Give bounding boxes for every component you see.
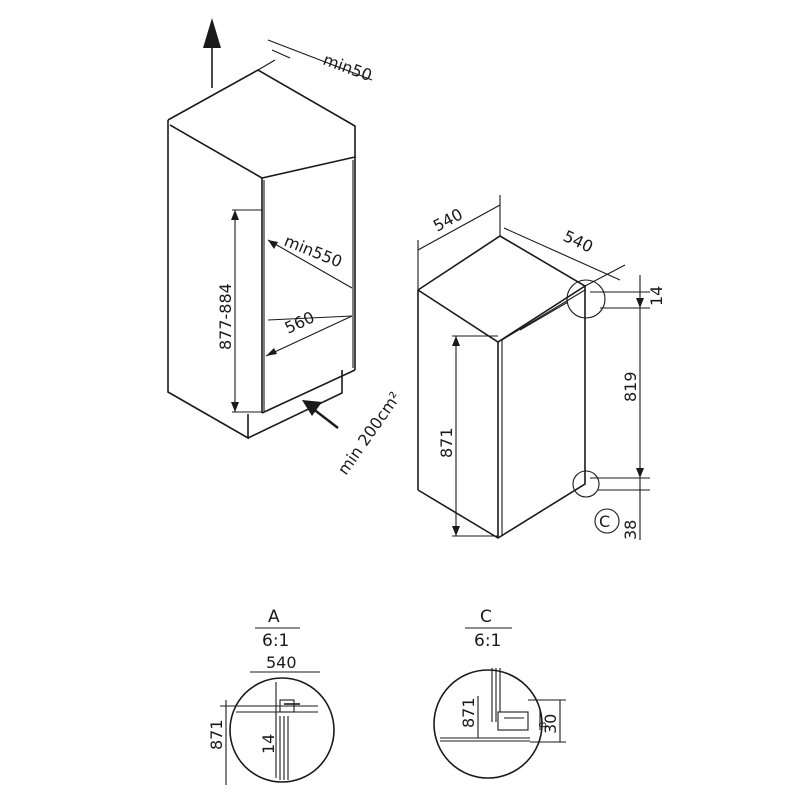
cabinet-top [167, 69, 356, 179]
detail-c-scale: 6:1 [474, 631, 501, 651]
detail-c-height-label: 871 [459, 697, 478, 728]
detail-a-hinge-block [279, 699, 295, 713]
detail-c-small-label: 8 [538, 722, 549, 728]
bh-arrow-bottom [452, 526, 460, 536]
vent-area-label: min 200cm² [334, 388, 405, 478]
detail-a-height-label: 871 [207, 719, 226, 750]
niche-height-label: 877-884 [216, 283, 235, 350]
cabinet-niche-floor [261, 369, 356, 414]
detail-c-marker-label: C [599, 512, 610, 531]
detail-a-offset-label: 14 [259, 734, 278, 754]
appliance-hinge-rail [519, 301, 569, 331]
detail-c-circle [433, 669, 543, 779]
appliance-drawing: 540 540 C 14 819 38 871 [417, 195, 666, 540]
ad-dimension-line [503, 227, 621, 281]
detail-c-foot [497, 711, 529, 731]
gap-tick [271, 49, 291, 59]
cabinet-drawing: min50 877-884 min550 560 min 200cm² [167, 18, 405, 478]
gap-label: min50 [321, 50, 375, 85]
rd-arrow-2 [636, 468, 644, 478]
detail-a-width-label: 540 [266, 653, 297, 672]
aw-dimension-line [417, 204, 501, 251]
width-arrow-start [266, 348, 277, 356]
body-height-label: 871 [437, 427, 456, 458]
detail-c-offset-label: 30 [541, 714, 560, 734]
height-arrow-bottom [231, 402, 239, 412]
bottom-offset-label: 38 [621, 520, 640, 540]
depth-arrow-start [268, 240, 278, 249]
appliance-top [417, 235, 587, 343]
door-span-label: 819 [621, 371, 640, 402]
detail-c: C 6:1 871 8 30 [433, 607, 566, 779]
gap-extension [257, 59, 276, 71]
appliance-door-top [501, 289, 586, 341]
vent-arrow-shaft [311, 407, 339, 429]
bh-arrow-top [452, 336, 460, 346]
detail-a-marker [566, 279, 606, 319]
appliance-bottom [417, 286, 586, 539]
appliance-depth-label: 540 [560, 226, 596, 256]
gap-dimension-line [267, 39, 373, 81]
appliance-width-label: 540 [430, 204, 466, 235]
width-guide [267, 315, 353, 321]
rd-arrow-1 [636, 298, 644, 308]
depth-dimension-line [267, 239, 353, 289]
detail-a-circle [229, 677, 335, 783]
width-dimension-line [265, 315, 353, 357]
height-arrow-top [231, 210, 239, 220]
cabinet-plinth [247, 370, 343, 439]
niche-width-label: 560 [282, 307, 318, 337]
detail-a-scale: 6:1 [262, 631, 289, 651]
ad-extension [584, 264, 626, 287]
detail-c-title: C [480, 607, 492, 627]
cabinet-side-front [167, 120, 249, 440]
detail-c-label-circle [594, 508, 620, 534]
detail-a-title: A [268, 607, 280, 627]
detail-c-marker [572, 470, 600, 498]
up-arrow-icon [203, 18, 221, 48]
vent-arrow-icon [302, 400, 322, 416]
top-offset-label: 14 [647, 286, 666, 306]
detail-a: A 6:1 540 871 14 [207, 607, 335, 785]
